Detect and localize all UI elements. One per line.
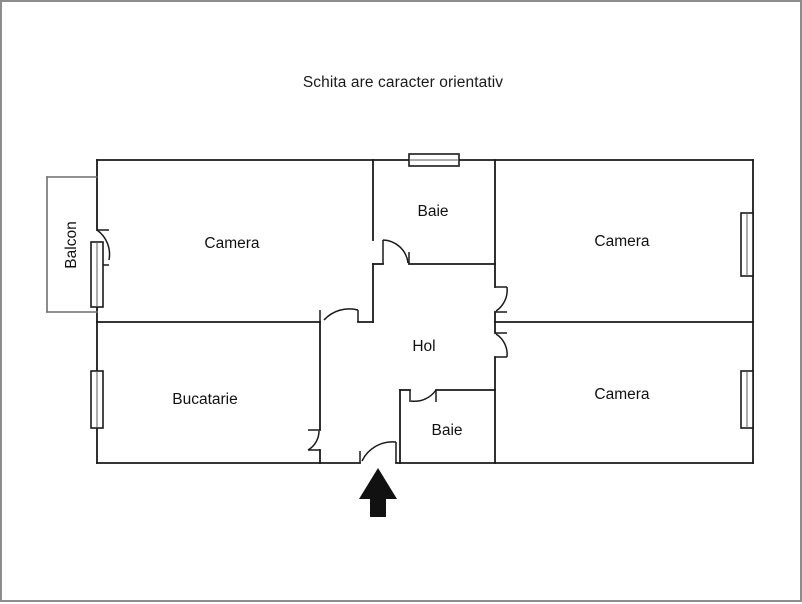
window-mullions (96, 159, 748, 428)
door-baie-top-to-hol-arc (382, 239, 409, 264)
door-camera-top-right-hol-arc (495, 286, 508, 312)
door-camera-top-to-hol-arc (323, 308, 359, 321)
room-label-baie-bottom: Baie (431, 422, 462, 439)
door-group (96, 229, 508, 463)
room-label-group: Camera Balcon Baie Camera Bucatarie Hol … (63, 203, 650, 439)
page-title: Schita are caracter orientativ (302, 74, 504, 91)
room-label-camera-top-right: Camera (594, 233, 650, 250)
room-label-camera-top-left: Camera (204, 235, 260, 252)
interior-walls (96, 159, 754, 464)
door-entrance-jamb (359, 442, 397, 463)
door-baie-bottom-to-hol (409, 389, 437, 402)
door-bucatarie-to-hol (307, 429, 320, 451)
door-camera-top-right-hol (495, 286, 508, 313)
door-bucatarie-to-hol-arc (307, 430, 320, 451)
door-bucatarie-to-hol-jamb (308, 429, 320, 451)
door-camera-top-to-hol (319, 308, 359, 322)
entrance-arrow-shape (359, 468, 397, 517)
entrance-arrow (359, 468, 397, 517)
window-group (90, 153, 754, 429)
balcon-walls (46, 176, 98, 313)
room-label-balcon: Balcon (63, 221, 80, 268)
door-camera-bottom-right-hol-jamb (495, 332, 507, 358)
door-baie-bottom-to-hol-jamb (409, 390, 437, 402)
door-camera-bottom-right-hol-arc (495, 333, 508, 358)
room-label-camera-bottom-right: Camera (594, 386, 650, 403)
door-baie-bottom-to-hol-arc (410, 389, 437, 402)
room-label-baie-top: Baie (417, 203, 448, 220)
door-entrance-arc (361, 441, 397, 462)
door-entrance (359, 441, 397, 463)
wall-group (46, 159, 754, 464)
door-camera-top-right-hol-jamb (495, 286, 507, 313)
door-balcon-camera-arc (96, 229, 111, 261)
door-baie-top-to-hol (382, 239, 410, 264)
door-camera-top-to-hol-jamb (319, 310, 359, 322)
room-label-hol: Hol (412, 338, 435, 355)
room-label-bucatarie: Bucatarie (172, 391, 237, 408)
door-baie-top-to-hol-jamb (382, 240, 410, 264)
door-camera-bottom-right-hol (495, 332, 508, 358)
